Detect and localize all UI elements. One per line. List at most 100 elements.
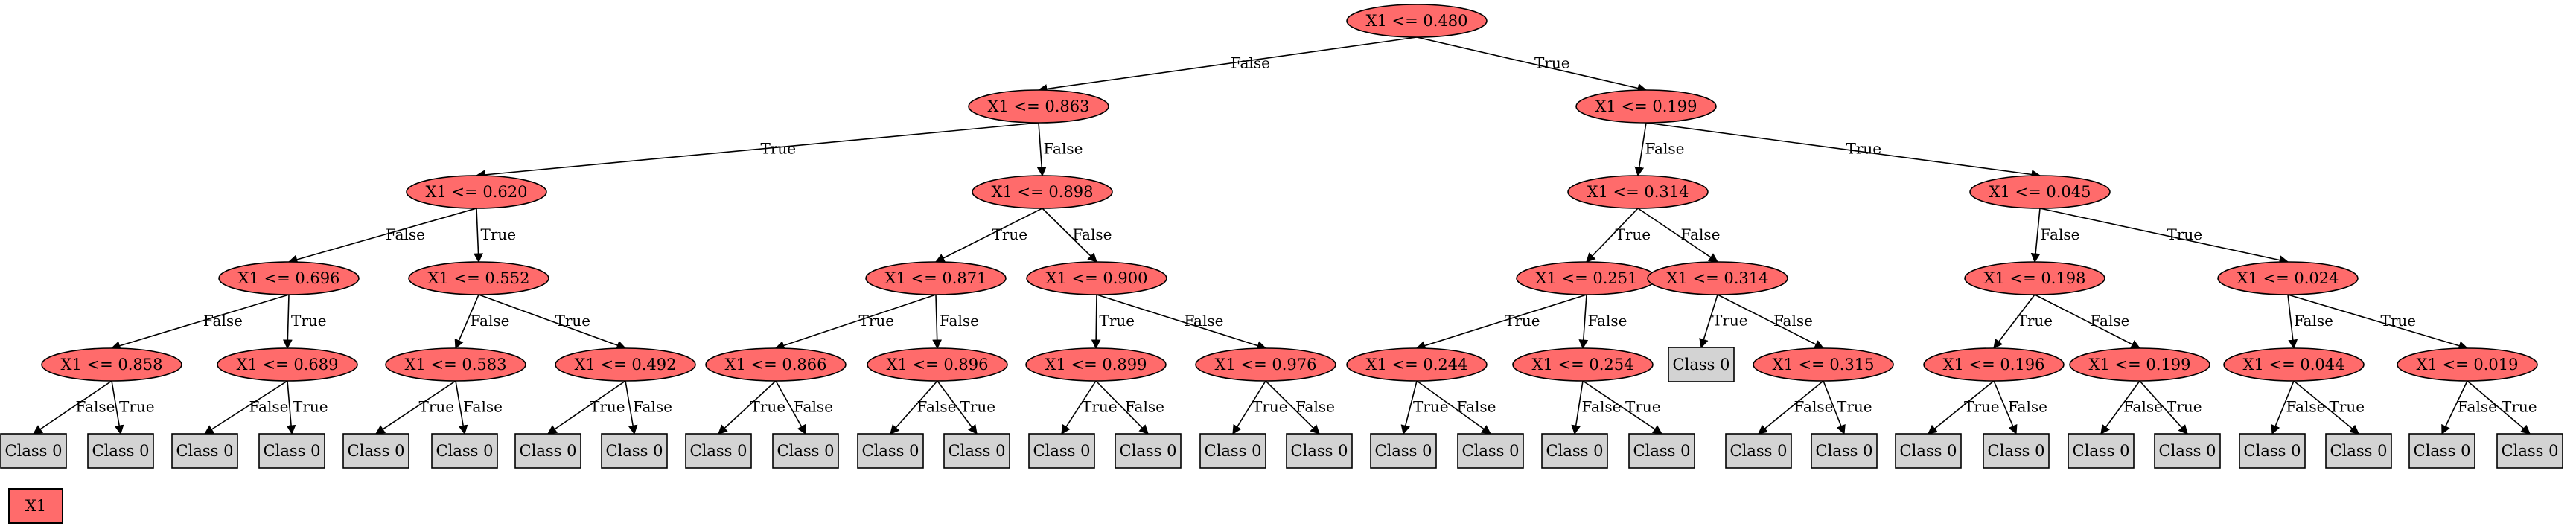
tree-edge: False (1265, 380, 1335, 435)
node-label: X1 <= 0.900 (1046, 269, 1148, 287)
node-label: X1 <= 0.492 (575, 356, 677, 373)
edge-label: True (1616, 225, 1651, 243)
tree-edge: False (2034, 294, 2141, 349)
edge-line (2467, 380, 2531, 435)
edge-label: False (1582, 398, 1622, 416)
legend-swatch (8, 488, 63, 524)
node-label: X1 <= 0.871 (885, 269, 987, 287)
node-label: Class 0 (1375, 442, 1432, 460)
node-label: X1 <= 0.976 (1215, 356, 1317, 373)
leaf-box (1811, 433, 1878, 469)
decision-node: X1 <= 0.044 (2223, 347, 2365, 382)
edge-label: True (1413, 398, 1449, 416)
node-label: X1 <= 0.866 (725, 356, 827, 373)
node-label: Class 0 (2073, 442, 2130, 460)
decision-node: X1 <= 0.045 (1969, 175, 2111, 209)
leaf-box (2325, 433, 2392, 469)
edge-line (2287, 294, 2298, 350)
tree-edge: True (1645, 122, 2041, 179)
tree-edge: True (1061, 380, 1118, 435)
decision-node: X1 <= 0.898 (972, 175, 1113, 209)
node-label: Class 0 (436, 442, 494, 460)
leaf-box (0, 433, 67, 469)
edge-label: False (386, 225, 425, 243)
node-label: Class 0 (92, 442, 150, 460)
decision-node: X1 <= 0.492 (555, 347, 696, 382)
tree-edge: False (1571, 380, 1622, 435)
node-label: X1 <= 0.198 (1984, 269, 2086, 287)
decision-ellipse (1346, 347, 1488, 382)
leaf-node: Class 0 (1668, 347, 1735, 382)
edge-label: False (2123, 398, 2163, 416)
node-label: Class 0 (1462, 442, 1520, 460)
edge-label: True (2330, 398, 2365, 416)
node-label: Class 0 (862, 442, 919, 460)
node-label: Class 0 (1205, 442, 1262, 460)
leaf-node: Class 0 (1286, 433, 1353, 469)
leaf-node: Class 0 (1370, 433, 1437, 469)
decision-node: X1 <= 0.976 (1195, 347, 1336, 382)
decision-ellipse (1753, 347, 1894, 382)
node-label: Class 0 (5, 442, 63, 460)
edge-label: False (2008, 398, 2047, 416)
decision-node: X1 <= 0.199 (2069, 347, 2210, 382)
node-label: Class 0 (176, 442, 234, 460)
edge-line (455, 380, 468, 435)
node-label: Class 0 (2414, 442, 2471, 460)
node-label: X1 <= 0.899 (1045, 356, 1147, 373)
edge-line (890, 380, 938, 435)
edge-line (1096, 294, 1267, 350)
leaf-box (1199, 433, 1266, 469)
tree-edge: False (2441, 380, 2497, 435)
tree-edge: False (1634, 122, 1684, 177)
leaf-box (1115, 433, 1182, 469)
edge-line (454, 294, 479, 350)
decision-ellipse (1964, 261, 2105, 295)
edge-label: True (1505, 312, 1540, 330)
node-label: X1 <= 0.315 (1773, 356, 1875, 373)
leaf-node: Class 0 (685, 433, 752, 469)
leaf-node: Class 0 (2408, 433, 2475, 469)
tree-edge: False (1036, 122, 1083, 177)
edge-label: False (203, 312, 243, 330)
leaf-node: Class 0 (1457, 433, 1524, 469)
edge-line (1699, 294, 1718, 349)
legend: X1 (8, 488, 63, 524)
leaf-node: Class 0 (1725, 433, 1792, 469)
decision-ellipse (217, 347, 358, 382)
edge-label: True (1252, 398, 1288, 416)
node-label: Class 0 (520, 442, 577, 460)
leaf-box (1457, 433, 1524, 469)
decision-node: X1 <= 0.244 (1346, 347, 1488, 382)
edge-line (1578, 294, 1589, 350)
tree-edge: True (774, 294, 937, 350)
edge-line (1265, 380, 1320, 435)
tree-edge: False (625, 380, 672, 435)
leaf-node: Class 0 (601, 433, 668, 469)
tree-edge: True (2287, 294, 2469, 350)
decision-ellipse (408, 261, 549, 295)
edge-line (718, 380, 777, 435)
edge-line (775, 380, 806, 435)
tree-edge: True (1823, 380, 1872, 435)
edge-label: False (633, 398, 672, 416)
edge-line (2034, 294, 2141, 349)
edge-line (1586, 208, 1639, 263)
edge-label: True (291, 312, 327, 330)
edge-line (1823, 380, 1846, 435)
edge-label: False (1073, 225, 1112, 243)
decision-ellipse (867, 347, 1008, 382)
decision-node: X1 <= 0.899 (1025, 347, 1167, 382)
tree-edge: True (1400, 380, 1449, 435)
edge-line (1232, 380, 1266, 435)
node-label: X1 <= 0.552 (428, 269, 530, 287)
edge-line (203, 380, 288, 435)
node-label: X1 <= 0.199 (1595, 97, 1697, 115)
leaf-node: Class 0 (857, 433, 924, 469)
leaf-node: Class 0 (1199, 433, 1266, 469)
tree-edge: False (32, 380, 115, 435)
tree-edge: False (2287, 294, 2333, 350)
node-label: Class 0 (2502, 442, 2559, 460)
